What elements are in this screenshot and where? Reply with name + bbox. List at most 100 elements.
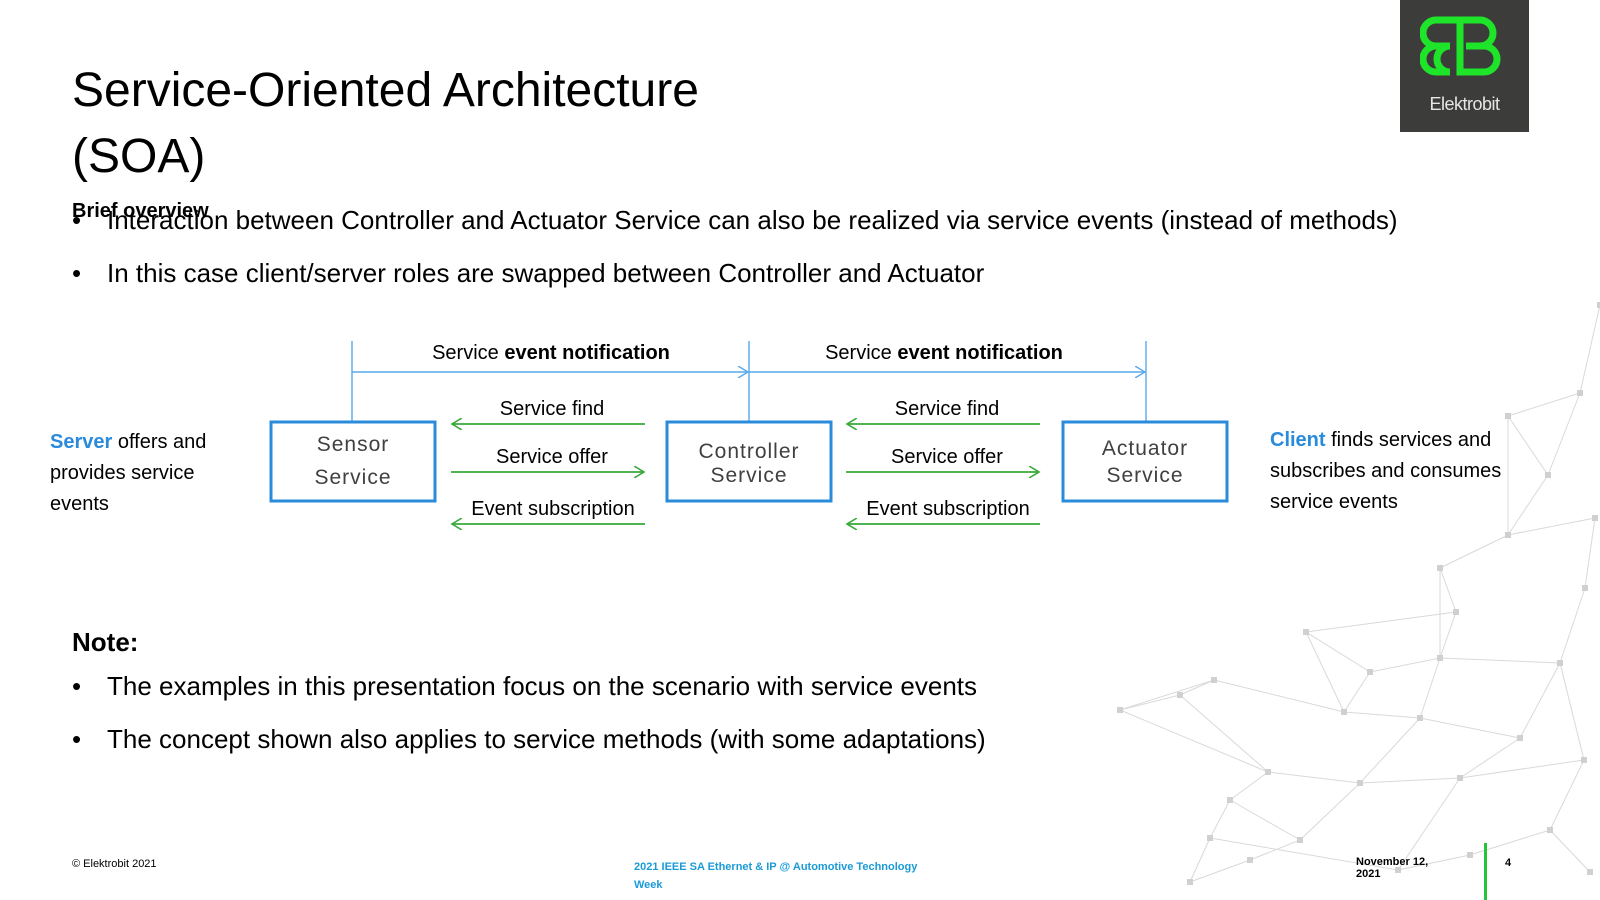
network-line <box>1507 392 1581 417</box>
network-node <box>1505 532 1511 538</box>
network-line <box>1507 474 1549 536</box>
network-node <box>1117 707 1123 713</box>
network-node <box>1453 609 1459 615</box>
title-line-1: Service-Oriented Architecture <box>72 64 699 117</box>
footer-event-name: 2021 IEEE SA Ethernet & IP @ Automotive … <box>634 861 918 891</box>
svg-text:Actuator: Actuator <box>1102 437 1188 460</box>
actuator-service-box: Actuator Service <box>1061 420 1229 503</box>
network-line <box>1549 829 1591 873</box>
network-line <box>1179 694 1269 773</box>
server-description: Server offers and provides service event… <box>50 427 250 520</box>
network-line <box>1419 717 1521 739</box>
network-node <box>1577 390 1583 396</box>
network-node <box>1517 735 1523 741</box>
page-number: 4 <box>1505 857 1512 869</box>
network-line <box>1305 631 1345 713</box>
network-line <box>1439 567 1457 613</box>
bullet-dot: • <box>72 671 82 701</box>
server-description-text: offers and provides service events <box>50 431 207 515</box>
network-line <box>1179 679 1215 696</box>
event-subscription-label-2: Event subscription <box>866 498 1029 520</box>
svg-text:Controller: Controller <box>698 440 799 463</box>
server-highlight: Server <box>50 431 113 453</box>
service-find-label-1: Service find <box>500 398 605 420</box>
footer-separator <box>1484 843 1487 900</box>
network-node <box>1505 413 1511 419</box>
network-line <box>1579 304 1600 394</box>
overview-bullet: • In this case client/server roles are sw… <box>72 256 1398 309</box>
bullet-dot: • <box>72 724 82 754</box>
network-line <box>1209 837 1399 871</box>
footer-copyright: © Elektrobit 2021 <box>72 858 157 870</box>
network-node <box>1265 769 1271 775</box>
network-line <box>1119 694 1181 711</box>
network-line <box>1439 534 1509 569</box>
network-line <box>1559 662 1585 761</box>
network-node <box>1582 585 1588 591</box>
svg-text:Service: Service <box>710 464 787 487</box>
network-line <box>1189 837 1211 883</box>
network-node <box>1592 515 1598 521</box>
event-subscription-label-1: Event subscription <box>471 498 634 520</box>
svg-text:Service: Service <box>1106 464 1183 487</box>
elektrobit-logo: Elektrobit <box>1400 0 1529 132</box>
client-description-text: finds services and subscribes and consum… <box>1270 429 1502 513</box>
network-node <box>1187 879 1193 885</box>
network-node <box>1357 780 1363 786</box>
network-node <box>1367 669 1373 675</box>
service-find-label-2: Service find <box>895 398 1000 420</box>
network-line <box>1549 759 1585 831</box>
network-line <box>1459 759 1585 779</box>
sensor-service-box: Sensor Service <box>269 420 437 503</box>
network-node <box>1177 692 1183 698</box>
network-line <box>1359 777 1461 784</box>
network-node <box>1341 709 1347 715</box>
network-node <box>1437 565 1443 571</box>
network-line <box>1419 657 1441 719</box>
svg-text:Sensor: Sensor <box>317 433 390 456</box>
service-offer-label-1: Service offer <box>496 446 608 468</box>
bullet-text: The concept shown also applies to servic… <box>107 724 986 754</box>
notification-label-1: Service event notification <box>432 342 670 364</box>
bullet-dot: • <box>72 258 82 288</box>
note-bullet: • The concept shown also applies to servi… <box>72 722 986 775</box>
logo-wordmark: Elektrobit <box>1429 94 1500 114</box>
network-node <box>1207 835 1213 841</box>
network-line <box>1213 679 1345 713</box>
network-line <box>1229 799 1301 841</box>
network-line <box>1507 517 1596 536</box>
controller-service-box: Controller Service <box>665 420 833 503</box>
network-node <box>1417 715 1423 721</box>
network-line <box>1397 854 1471 871</box>
network-line <box>1249 839 1301 861</box>
network-line <box>1189 859 1251 883</box>
bullet-text: Interaction between Controller and Actua… <box>107 205 1398 235</box>
network-line <box>1305 631 1371 673</box>
network-line <box>1343 671 1371 713</box>
network-line <box>1299 782 1361 841</box>
overview-bullet: • Interaction between Controller and Actu… <box>72 203 1398 256</box>
event-notification-lines <box>351 341 1147 421</box>
notification-label-2: Service event notification <box>825 342 1063 364</box>
bullet-dot: • <box>72 205 82 235</box>
service-offer-label-2: Service offer <box>891 446 1003 468</box>
network-node <box>1395 867 1401 873</box>
network-line <box>1397 777 1461 871</box>
network-line <box>1305 611 1457 633</box>
network-node <box>1597 302 1600 308</box>
bullet-text: In this case client/server roles are swa… <box>107 258 985 288</box>
network-node <box>1587 869 1593 875</box>
note-bullet-list: • The examples in this presentation focus… <box>72 669 986 775</box>
network-node <box>1547 827 1553 833</box>
client-highlight: Client <box>1270 429 1326 451</box>
overview-bullet-list: • Interaction between Controller and Actu… <box>72 203 1398 309</box>
network-line <box>1459 737 1521 779</box>
network-line <box>1369 657 1441 673</box>
network-node <box>1581 757 1587 763</box>
network-line <box>1439 611 1457 659</box>
network-node <box>1227 797 1233 803</box>
note-heading: Note: <box>72 627 139 657</box>
network-node <box>1303 629 1309 635</box>
bullet-text: The examples in this presentation focus … <box>107 671 978 701</box>
